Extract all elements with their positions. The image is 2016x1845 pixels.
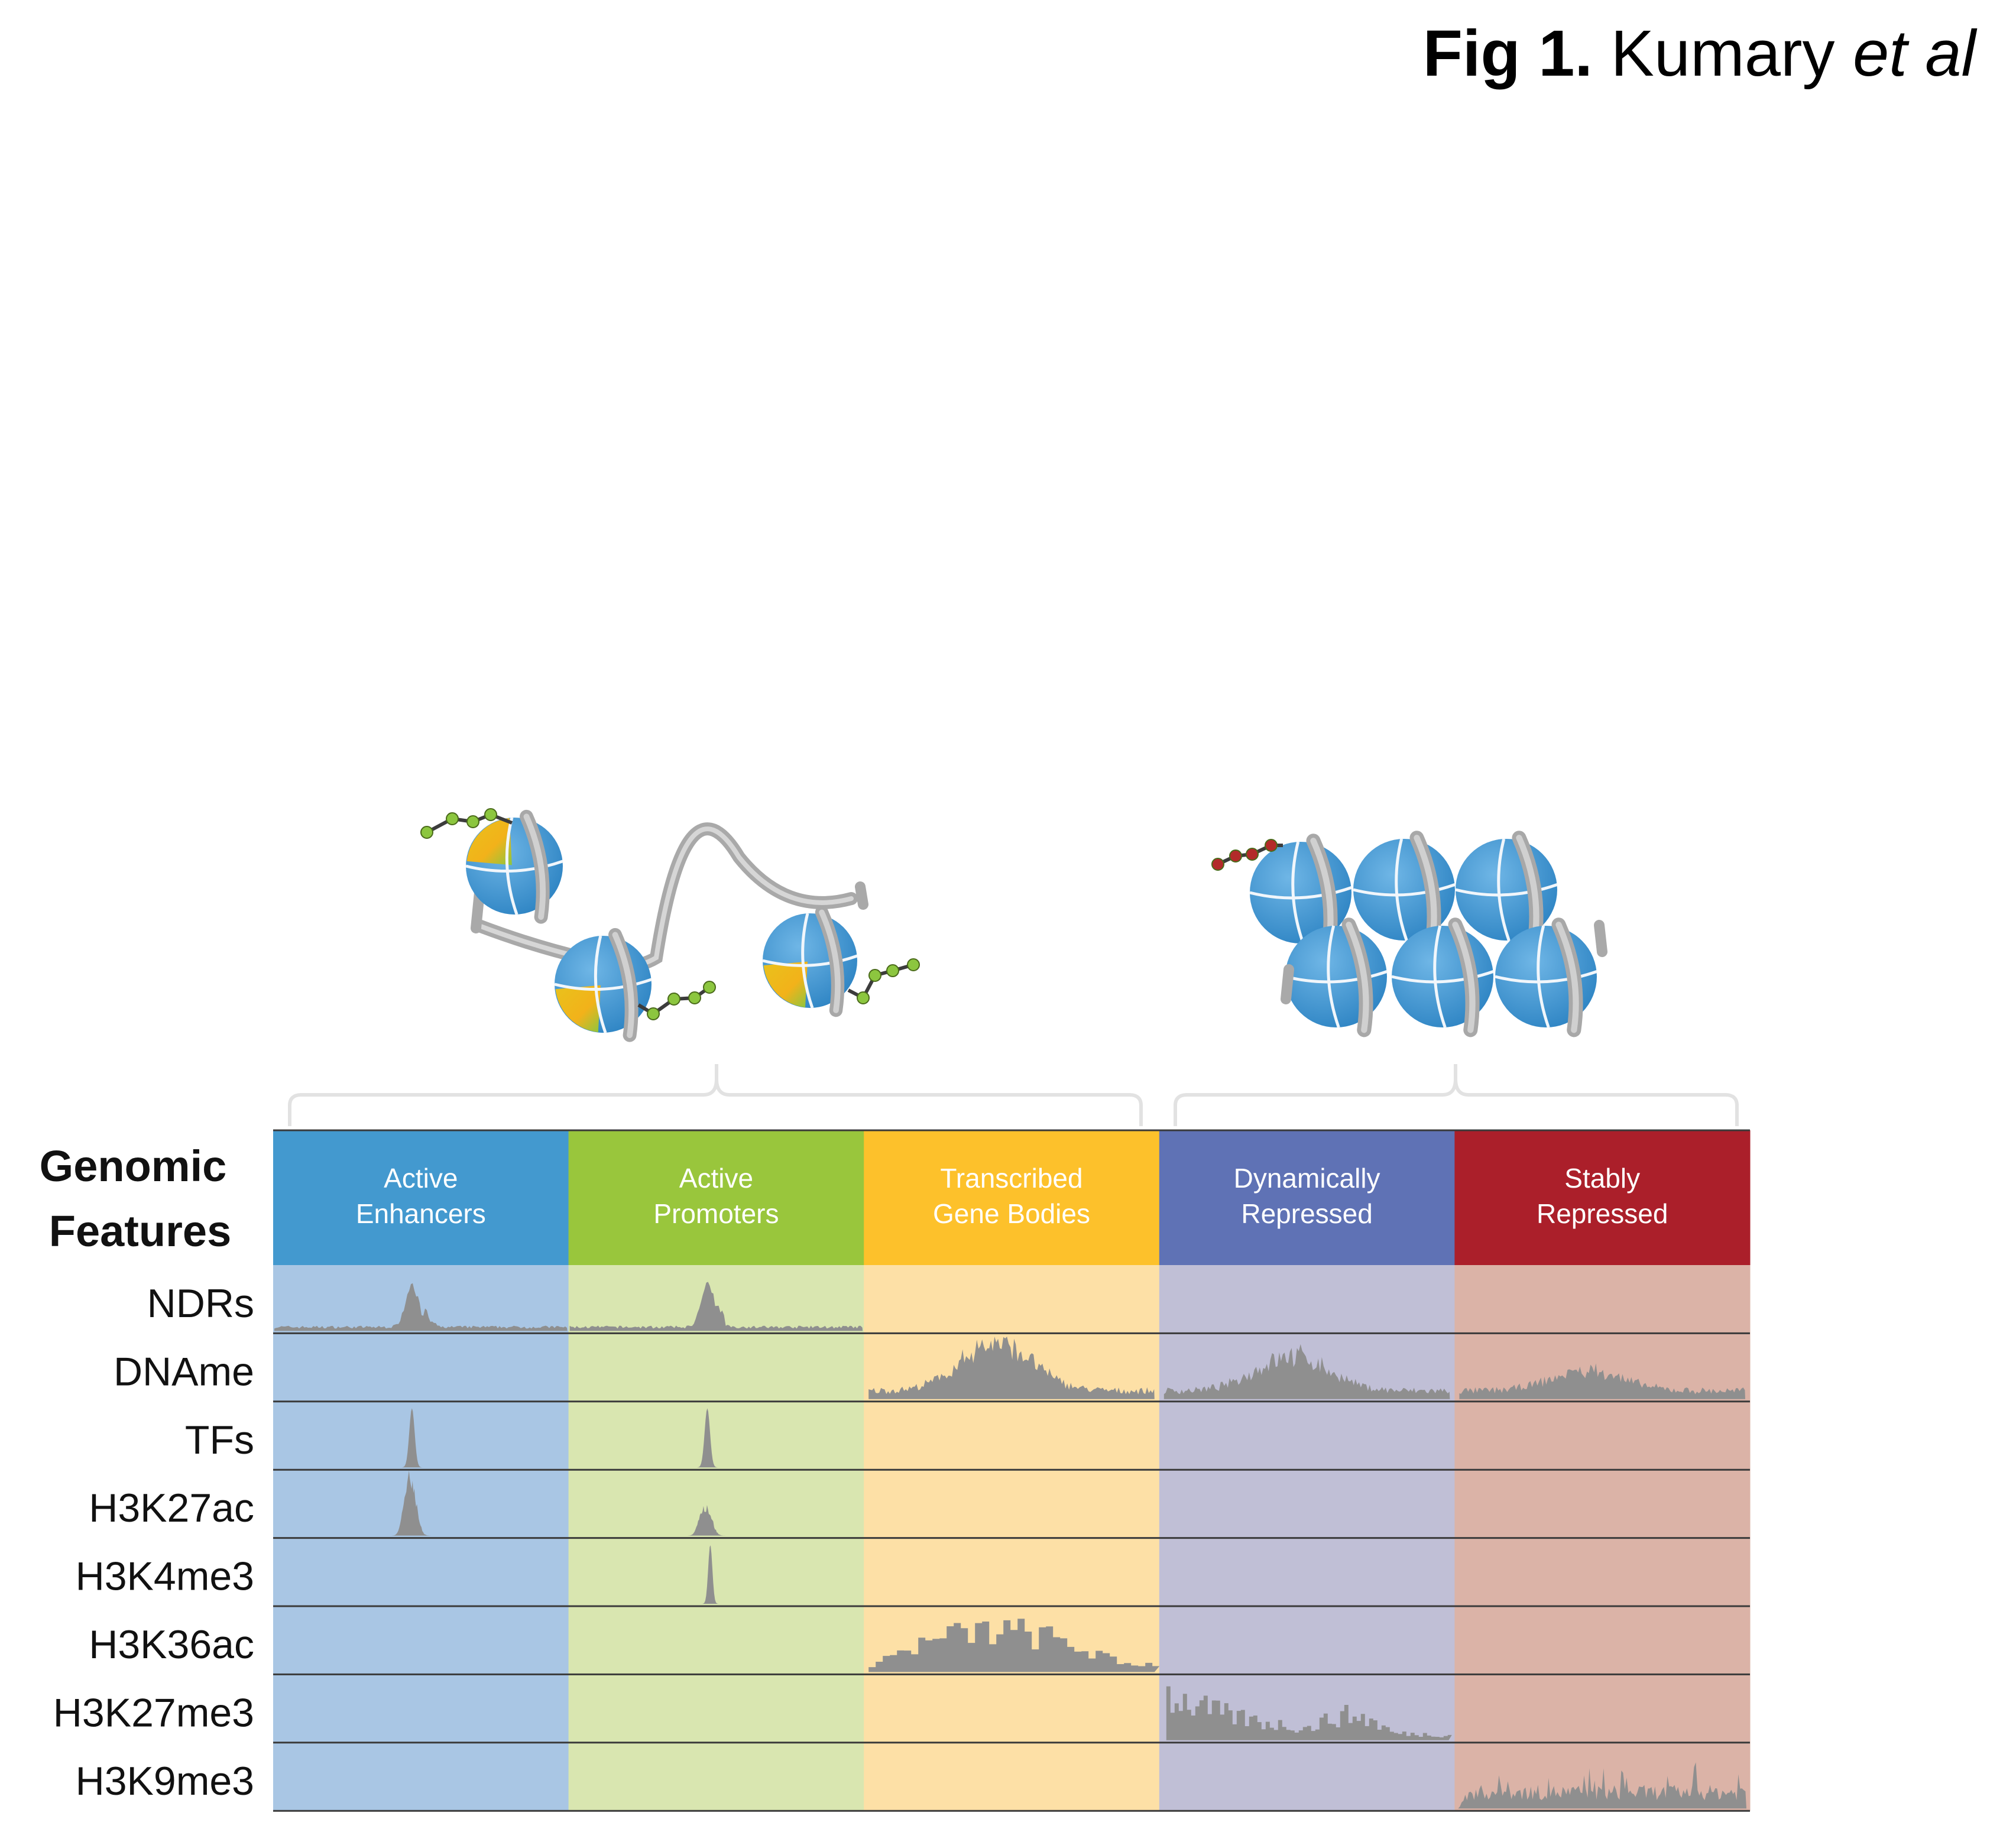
nucleosome — [1495, 917, 1597, 1037]
genomic-features-label-line1: Genomic — [40, 1142, 227, 1191]
h3k27me3-signal-track — [1166, 1686, 1452, 1740]
dname-signal-track — [1459, 1363, 1745, 1399]
title-bold: Fig 1. — [1423, 17, 1593, 90]
column-header-text: Repressed — [1537, 1198, 1668, 1229]
column-header-1 — [568, 1130, 864, 1265]
row-label-dname: DNAme — [114, 1349, 254, 1394]
column-header-text: Enhancers — [356, 1198, 486, 1229]
linker-dna-highlight — [475, 826, 854, 969]
nucleosome-illustrations — [420, 808, 1607, 1042]
ndr-signal-track — [569, 1282, 863, 1331]
column-header-0 — [273, 1130, 569, 1265]
figure-title: Fig 1. Kumary et al — [1423, 17, 1978, 90]
column-header-text: Transcribed — [940, 1163, 1082, 1194]
row-labels: NDRsDNAmeTFsH3K27acH3K4me3H3K36acH3K27me… — [53, 1281, 254, 1804]
dname-signal-track — [868, 1337, 1155, 1399]
row-label-h3k36ac: H3K36ac — [89, 1622, 254, 1667]
nucleosome — [465, 809, 563, 924]
h3k4me3-signal-track — [695, 1545, 725, 1604]
nucleosome — [762, 906, 858, 1017]
title-italic: et al — [1853, 17, 1977, 90]
column-header-text: Dynamically — [1234, 1163, 1380, 1194]
nucleosome — [1285, 917, 1388, 1037]
h3k9me3-signal-track — [1458, 1762, 1746, 1809]
column-header-4 — [1454, 1130, 1751, 1265]
genomic-features-label-line2: Features — [49, 1207, 231, 1256]
column-header-3 — [1159, 1130, 1455, 1265]
ndr-signal-track — [274, 1283, 568, 1331]
open-chromatin-bracket — [288, 1064, 1143, 1126]
nucleosome — [554, 928, 652, 1042]
row-label-h3k27me3: H3K27me3 — [53, 1690, 254, 1735]
row-label-h3k27ac: H3K27ac — [89, 1486, 254, 1531]
column-header-text: Promoters — [653, 1198, 779, 1229]
histone-tail — [637, 981, 716, 1020]
histone-tail — [420, 808, 513, 839]
column-header-text: Stably — [1564, 1163, 1640, 1194]
histone-tail — [847, 958, 920, 1004]
histone-tail — [1211, 839, 1283, 871]
title-normal: Kumary — [1593, 17, 1853, 90]
dname-signal-track — [1163, 1344, 1450, 1399]
row-label-h3k9me3: H3K9me3 — [76, 1759, 254, 1804]
column-header-2 — [864, 1130, 1160, 1265]
column-header-text: Active — [679, 1163, 753, 1194]
column-header-text: Gene Bodies — [933, 1198, 1090, 1229]
row-label-tfs: TFs — [185, 1418, 254, 1463]
tf-signal-track — [689, 1408, 725, 1468]
row-label-ndrs: NDRs — [147, 1281, 254, 1326]
row-label-h3k4me3: H3K4me3 — [76, 1554, 254, 1599]
closed-chromatin-bracket — [1174, 1064, 1739, 1126]
nucleosome — [1391, 917, 1494, 1037]
h3k36ac-signal-track — [868, 1619, 1160, 1672]
column-header-text: Repressed — [1241, 1198, 1372, 1229]
column-header-text: Active — [384, 1163, 458, 1194]
h3k27ac-signal-track — [686, 1504, 728, 1536]
h3k27ac-signal-track — [391, 1470, 433, 1536]
tf-signal-track — [394, 1408, 430, 1468]
